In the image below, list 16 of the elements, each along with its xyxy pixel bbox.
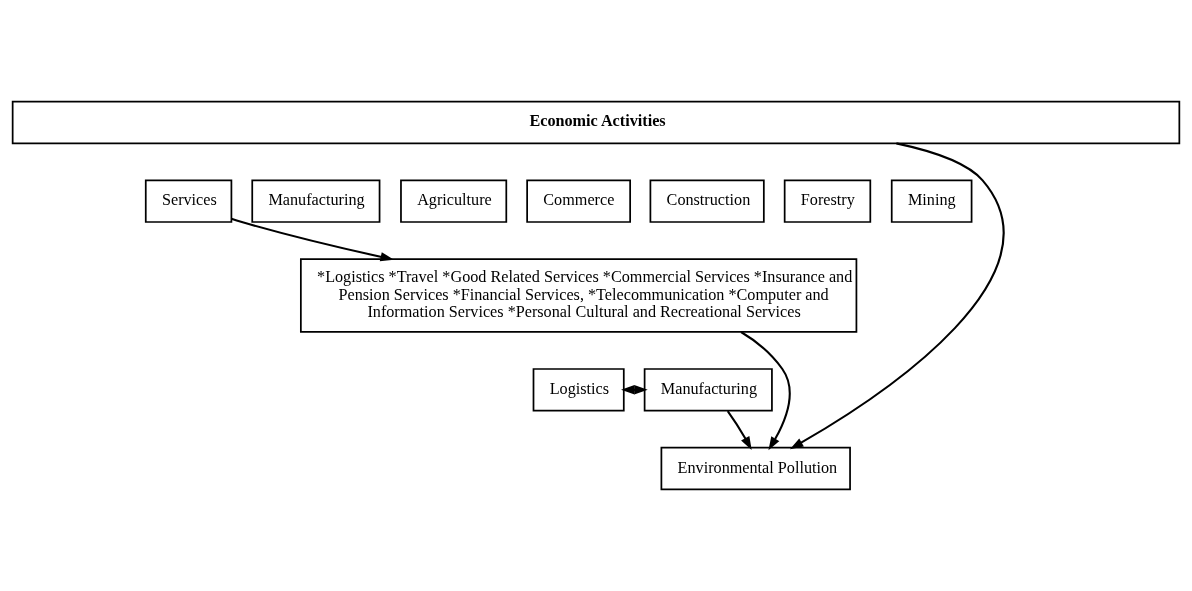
- arrow: [726, 410, 752, 450]
- node-box: Services: [144, 179, 233, 223]
- node-box: Economic Activities: [11, 100, 1181, 145]
- arrow: [231, 217, 394, 262]
- node-box: Mining: [890, 179, 973, 223]
- node-box: Environmental Pollution: [660, 446, 851, 491]
- arrow: [789, 142, 1005, 450]
- node-box: Manufacturing: [643, 368, 773, 412]
- node-box: Forestry: [783, 179, 872, 223]
- arrow: [740, 331, 791, 451]
- node-box: *Logistics *Travel *Good Related Services *Commercial Services *Insurance and Pension Services *Financial Services, *Telecommunication *Computer and Information Services *Personal Cultural and Recreational Services: [300, 258, 858, 333]
- node-box: Manufacturing: [251, 179, 381, 223]
- node-box: Agriculture: [400, 179, 508, 223]
- node-box: Commerce: [526, 179, 631, 223]
- node-box: Logistics: [532, 368, 625, 412]
- node-box: Construction: [649, 179, 765, 223]
